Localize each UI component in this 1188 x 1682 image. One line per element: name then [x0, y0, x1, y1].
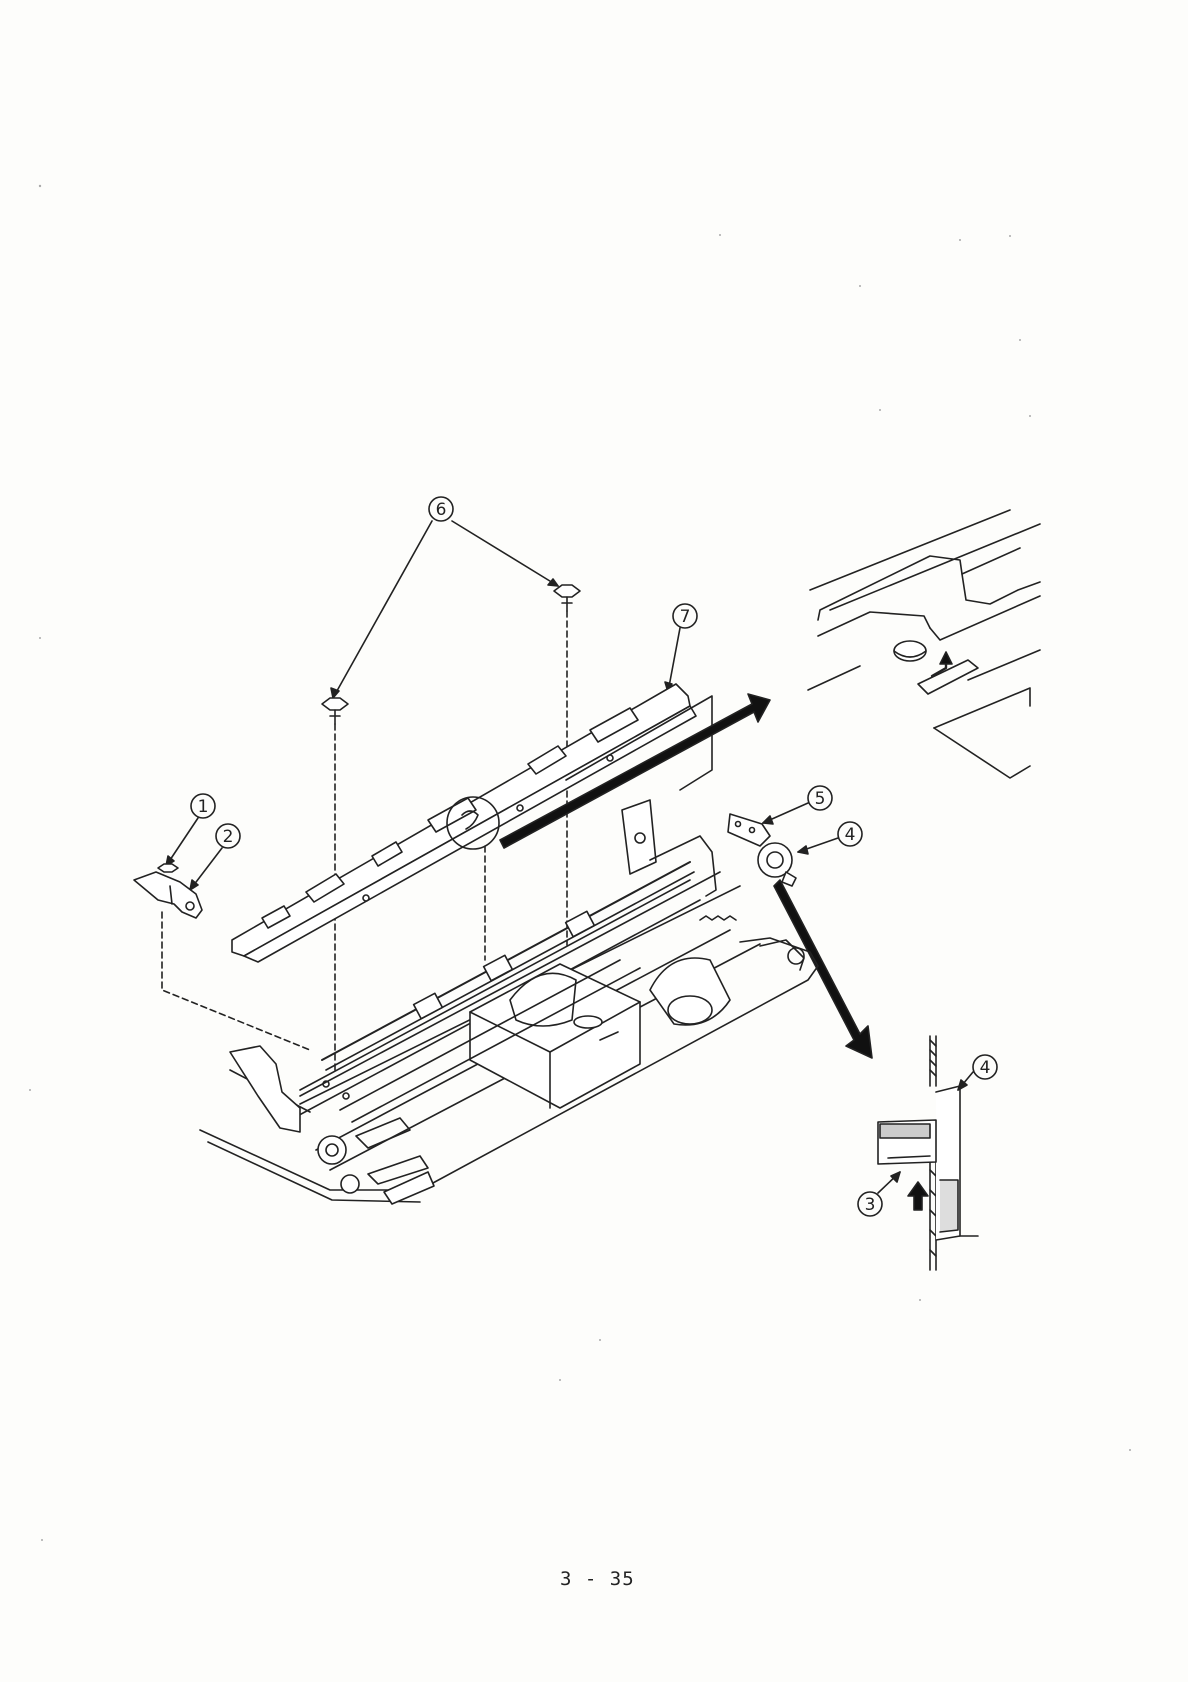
- screw-right: [554, 585, 580, 611]
- callout-3: 3: [858, 1172, 900, 1216]
- printer-chassis: [200, 800, 818, 1204]
- callout-1: 1: [166, 794, 215, 866]
- callout-5-label: 5: [815, 789, 826, 809]
- callout-4-detail-label: 4: [980, 1058, 991, 1078]
- callout-6-label: 6: [436, 500, 447, 520]
- callout-2-label: 2: [223, 827, 234, 847]
- scan-noise: [29, 185, 1131, 1541]
- callout-4-upper-label: 4: [845, 825, 856, 845]
- page-number: 3 - 35: [560, 1568, 640, 1590]
- callout-2: 2: [190, 824, 240, 890]
- callout-4-upper: 4: [798, 822, 862, 854]
- detail-arrow-lower: [774, 880, 872, 1058]
- bushing-part: [758, 843, 796, 886]
- callout-6: 6: [331, 497, 558, 698]
- detail-inset-lower: [878, 1036, 978, 1270]
- callout-5: 5: [763, 786, 832, 824]
- callout-4-detail: 4: [958, 1055, 997, 1090]
- callout-1-label: 1: [198, 797, 209, 817]
- lever-part: [728, 814, 770, 846]
- callout-7: 7: [665, 604, 697, 692]
- bracket-part: [134, 864, 202, 918]
- callout-7-label: 7: [680, 607, 691, 627]
- screw-left: [322, 698, 348, 724]
- detail-inset-upper: [808, 510, 1040, 778]
- callout-3-label: 3: [865, 1195, 876, 1215]
